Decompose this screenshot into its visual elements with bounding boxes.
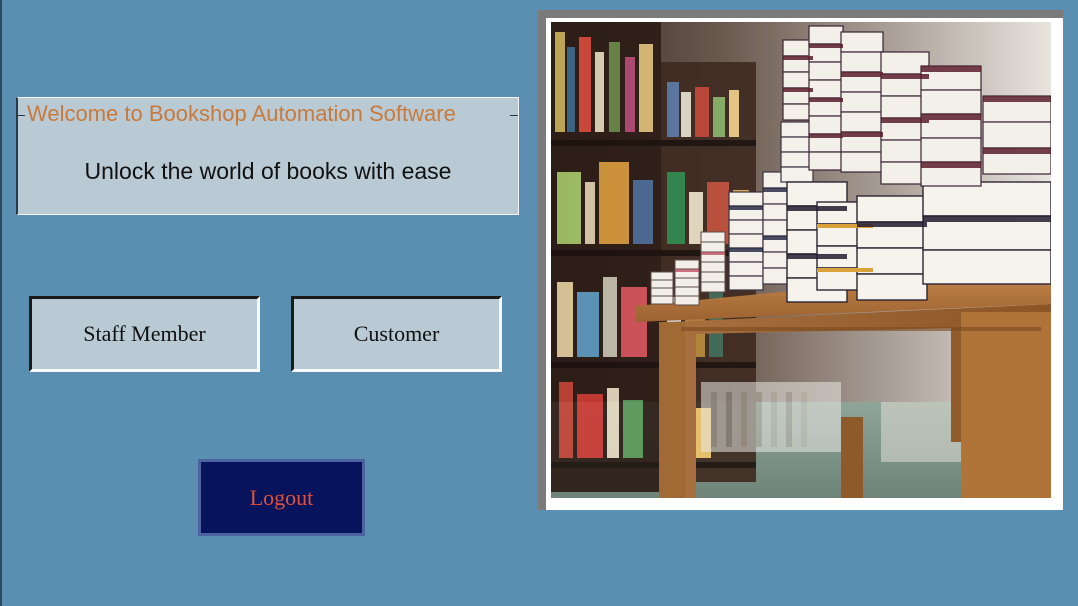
bookstore-image-frame — [538, 10, 1063, 510]
bookstore-photo — [551, 22, 1051, 498]
groupbox-border-left-stub — [16, 115, 25, 116]
staff-member-button[interactable]: Staff Member — [29, 296, 260, 372]
logout-button[interactable]: Logout — [198, 459, 365, 536]
welcome-title: Welcome to Bookshop Automation Software — [25, 101, 458, 127]
welcome-groupbox: Welcome to Bookshop Automation Software … — [16, 97, 519, 215]
welcome-subtitle: Unlock the world of books with ease — [84, 158, 452, 184]
groupbox-border-right-stub — [510, 115, 518, 116]
customer-button[interactable]: Customer — [291, 296, 502, 372]
